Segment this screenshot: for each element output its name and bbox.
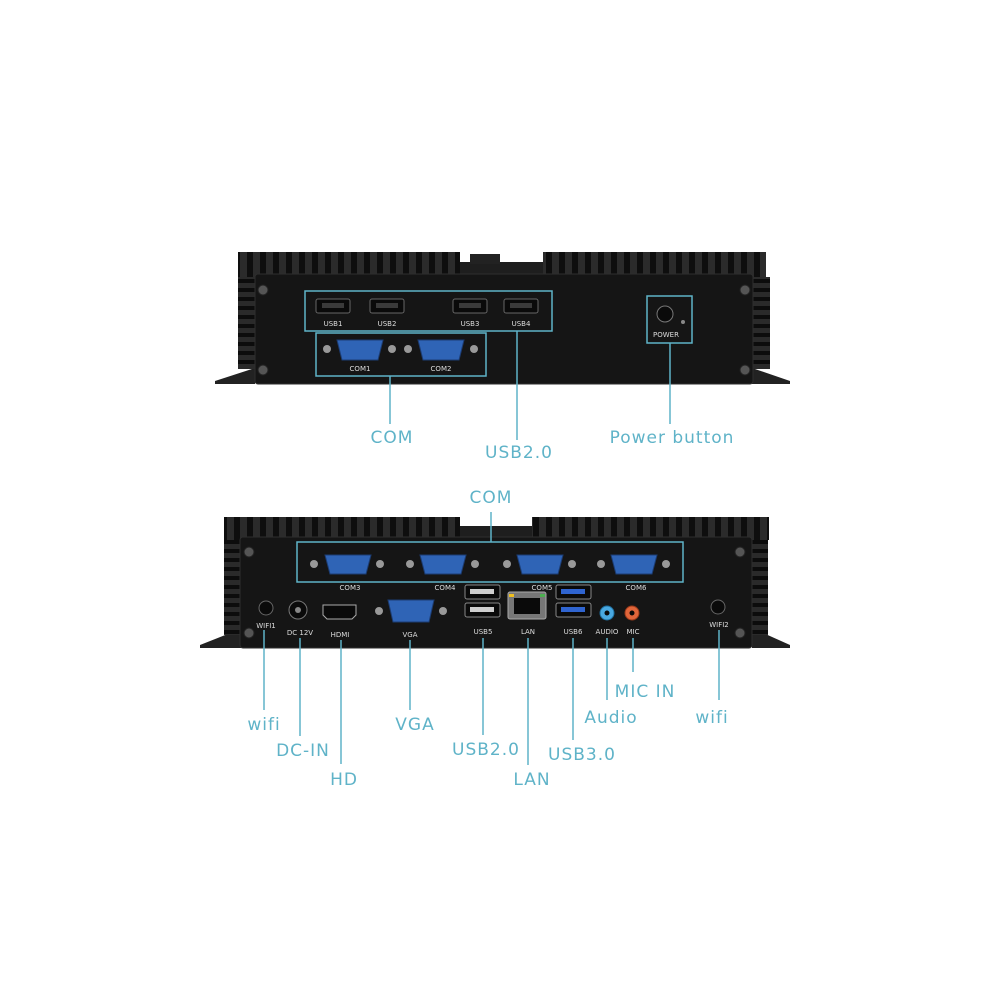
rear-com-callout: COM bbox=[470, 488, 513, 508]
com2-label: COM2 bbox=[431, 365, 452, 373]
usb6-label: USB6 bbox=[564, 628, 583, 636]
audio-callout: Audio bbox=[584, 708, 637, 728]
vga-port: VGA bbox=[375, 599, 447, 639]
wifi1-label: WIFI1 bbox=[256, 622, 276, 630]
side-fins-right bbox=[750, 277, 770, 369]
usb3-callout: USB3.0 bbox=[548, 745, 616, 765]
vga-label: VGA bbox=[402, 631, 417, 639]
wifi-right-callout: wifi bbox=[695, 708, 728, 728]
screw-icon bbox=[257, 364, 269, 376]
power-led-icon bbox=[681, 320, 685, 324]
audio-jack: AUDIO bbox=[596, 605, 619, 636]
heatsink-fins-left bbox=[238, 252, 460, 277]
mount-foot-right bbox=[752, 368, 790, 384]
screw-icon bbox=[734, 546, 746, 558]
com1-label: COM1 bbox=[350, 365, 371, 373]
usb1-port: USB1 bbox=[315, 298, 351, 328]
screw-icon bbox=[243, 546, 255, 558]
com-group-highlight bbox=[315, 332, 487, 377]
front-com-callout: COM bbox=[371, 428, 414, 448]
lan-port: LAN bbox=[507, 591, 547, 636]
usb1-label: USB1 bbox=[324, 320, 343, 328]
vga-callout: VGA bbox=[395, 715, 434, 735]
lan-label: LAN bbox=[521, 628, 535, 636]
usb5-label: USB5 bbox=[474, 628, 493, 636]
screw-icon bbox=[243, 627, 255, 639]
usb6-port: USB6 bbox=[555, 584, 592, 636]
screw-icon bbox=[739, 364, 751, 376]
mic-label: MIC bbox=[627, 628, 640, 636]
heatsink-fins-right bbox=[532, 517, 769, 540]
center-notch bbox=[460, 262, 543, 277]
com2-port: COM2 bbox=[404, 339, 478, 373]
dc-in-callout: DC-IN bbox=[276, 741, 330, 761]
wifi-left-callout: wifi bbox=[247, 715, 280, 735]
heatsink-fins-left bbox=[224, 517, 460, 540]
power-button bbox=[656, 305, 674, 323]
lan-callout: LAN bbox=[513, 770, 550, 790]
usb2-port: USB2 bbox=[369, 298, 405, 328]
power-button-callout: Power button bbox=[610, 428, 735, 448]
power-label: POWER bbox=[653, 331, 679, 339]
mic-in-callout: MIC IN bbox=[615, 682, 676, 702]
dc-label: DC 12V bbox=[287, 629, 313, 637]
com6-label: COM6 bbox=[626, 584, 647, 592]
heatsink-fins-right bbox=[543, 252, 766, 277]
rear-com-group-highlight bbox=[296, 541, 684, 583]
com6-port: COM6 bbox=[597, 554, 670, 592]
com5-port: COM5 bbox=[503, 554, 576, 592]
side-fins-left bbox=[224, 540, 244, 635]
com4-label: COM4 bbox=[435, 584, 456, 592]
usb3-port: USB3 bbox=[452, 298, 488, 328]
usb2-label: USB2 bbox=[378, 320, 397, 328]
front-usb-callout: USB2.0 bbox=[485, 443, 553, 463]
mic-jack: MIC bbox=[624, 605, 640, 636]
screw-icon bbox=[734, 627, 746, 639]
front-device: USB1 USB2 USB3 USB4 COM1 bbox=[215, 252, 790, 463]
hdmi-label: HDMI bbox=[331, 631, 350, 639]
usb-group-highlight bbox=[304, 290, 553, 332]
com1-port: COM1 bbox=[323, 339, 396, 373]
usb4-port: USB4 bbox=[503, 298, 539, 328]
com3-label: COM3 bbox=[340, 584, 361, 592]
wifi2-antenna-port: WIFI2 bbox=[709, 599, 729, 629]
side-fins-left bbox=[238, 277, 258, 369]
hdmi-port: HDMI bbox=[322, 604, 357, 639]
side-fins-right bbox=[748, 540, 768, 635]
screw-icon bbox=[739, 284, 751, 296]
usb3-label: USB3 bbox=[461, 320, 480, 328]
hd-callout: HD bbox=[330, 770, 358, 790]
wifi2-label: WIFI2 bbox=[709, 621, 729, 629]
wifi1-antenna-port: WIFI1 bbox=[256, 600, 276, 630]
com5-label: COM5 bbox=[532, 584, 553, 592]
com3-port: COM3 bbox=[310, 554, 384, 592]
com4-port: COM4 bbox=[406, 554, 479, 592]
usb4-label: USB4 bbox=[512, 320, 531, 328]
dc-in-port: DC 12V bbox=[287, 600, 313, 637]
usb5-port: USB5 bbox=[464, 584, 501, 636]
screw-icon bbox=[257, 284, 269, 296]
audio-label: AUDIO bbox=[596, 628, 619, 636]
rear-device: COM3 COM4 COM5 COM6 WIFI1 DC 1 bbox=[200, 488, 790, 790]
mount-foot-left bbox=[215, 368, 255, 384]
usb2-callout: USB2.0 bbox=[452, 740, 520, 760]
